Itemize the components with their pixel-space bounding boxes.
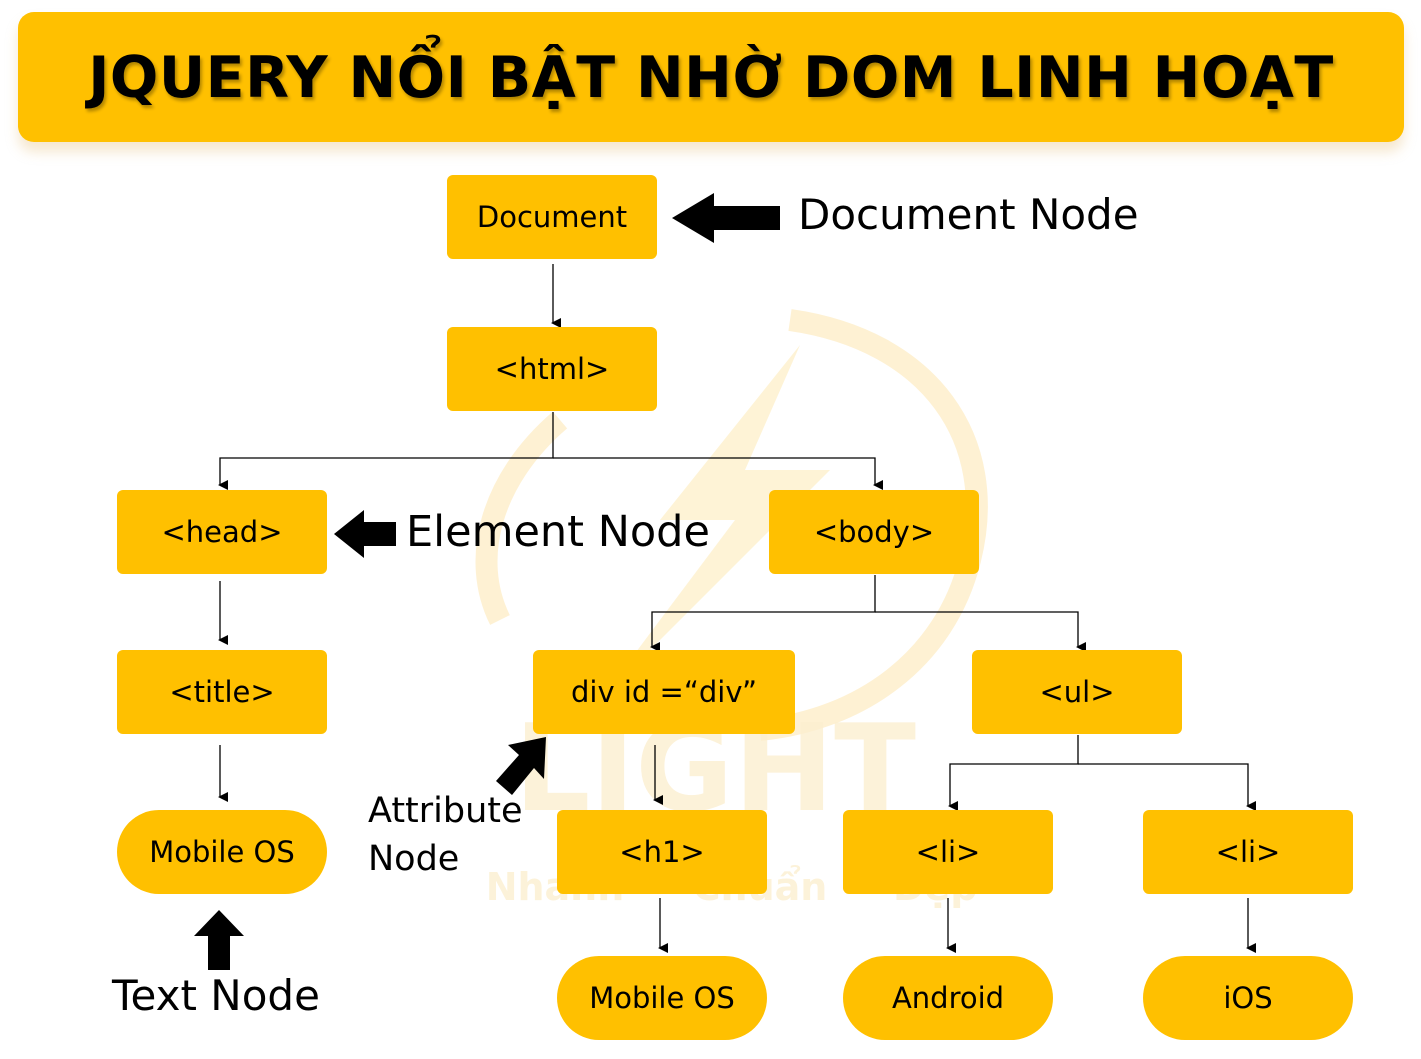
label-element-node: Element Node [406, 507, 710, 557]
node-li-2-text: iOS [1143, 956, 1353, 1040]
node-h1: <h1> [557, 810, 767, 894]
title-banner: JQUERY NỔI BẬT NHỜ DOM LINH HOẠT [18, 12, 1404, 142]
label-attribute-node-line1: Attribute [368, 791, 523, 831]
label-attribute-node-line2: Node [368, 839, 460, 879]
node-div: div id =“div” [533, 650, 795, 734]
arrow-up-icon [194, 910, 244, 970]
label-text-node: Text Node [112, 971, 320, 1020]
node-li-1-text: Android [843, 956, 1053, 1040]
node-document: Document [447, 175, 657, 259]
arrow-up-right-icon [496, 737, 546, 795]
edge-ul-li1 [948, 735, 1079, 811]
node-body: <body> [769, 490, 979, 574]
page-title: JQUERY NỔI BẬT NHỜ DOM LINH HOẠT [88, 45, 1334, 111]
node-li-1: <li> [843, 810, 1053, 894]
node-head: <head> [117, 490, 327, 574]
edge-body-div [650, 575, 876, 652]
node-html: <html> [447, 327, 657, 411]
label-document-node: Document Node [798, 190, 1139, 239]
edge-html-children [218, 412, 554, 490]
node-h1-text: Mobile OS [557, 956, 767, 1040]
edge-ul-li2 [1078, 763, 1256, 811]
node-head-text: Mobile OS [117, 810, 327, 894]
node-title: <title> [117, 650, 327, 734]
node-li-2: <li> [1143, 810, 1353, 894]
node-ul: <ul> [972, 650, 1182, 734]
edge-body-ul [875, 611, 1086, 652]
arrow-left-icon [672, 193, 780, 243]
arrow-left-icon [334, 510, 396, 558]
edge-html-body [553, 457, 883, 490]
